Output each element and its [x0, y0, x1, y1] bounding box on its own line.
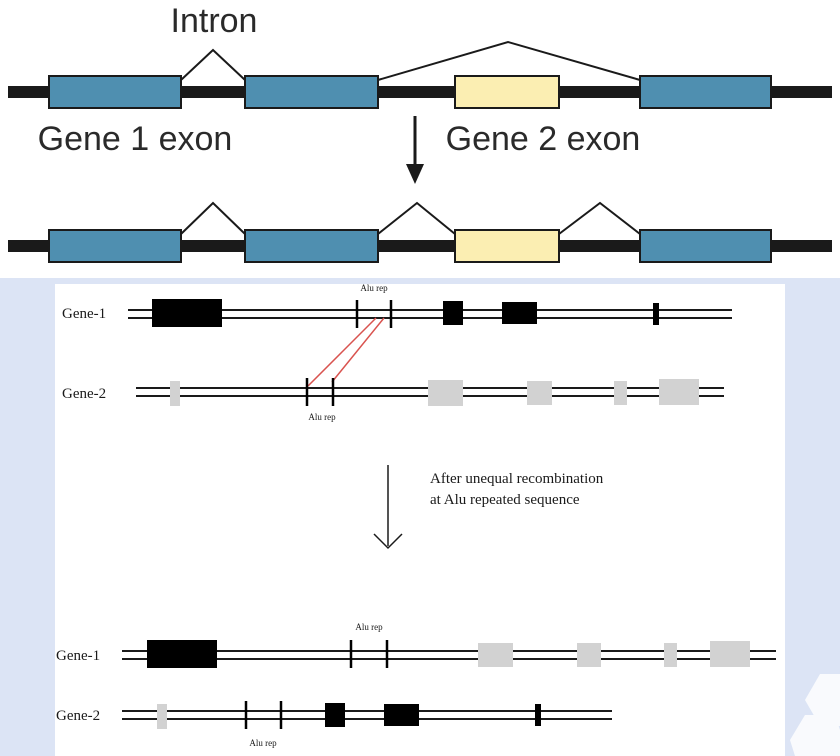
gene1-exon-label: Gene 1 exon — [38, 120, 233, 158]
gene2-label: Gene-2 — [56, 708, 100, 724]
black-exon — [443, 301, 463, 325]
grey-exon — [659, 379, 699, 405]
gene1-exon — [48, 229, 182, 263]
recombination-caption-line2: at Alu repeated sequence — [430, 492, 580, 508]
gene2-label: Gene-2 — [62, 386, 106, 402]
top-diagram-before — [8, 40, 832, 109]
alu-rep-label: Alu rep — [355, 622, 383, 632]
black-exon — [384, 704, 419, 726]
black-exon — [325, 703, 345, 727]
black-exon — [147, 640, 217, 668]
intron-label: Intron — [171, 2, 258, 40]
black-exon — [502, 302, 537, 324]
gene1-exon — [639, 75, 772, 109]
recombination-caption-line1: After unequal recombination — [430, 471, 604, 487]
gene2-strand-after — [122, 701, 612, 729]
down-arrow-icon — [373, 465, 403, 550]
gene2-exon-label: Gene 2 exon — [446, 120, 641, 158]
alu-rep-label: Alu rep — [308, 412, 336, 422]
down-arrow-icon — [406, 116, 424, 184]
gene2-exon — [454, 229, 560, 263]
gene1-exon — [639, 229, 772, 263]
bottom-panel-card — [55, 284, 785, 756]
dna-strand — [8, 240, 832, 252]
black-exon — [152, 299, 222, 327]
grey-exon — [577, 643, 601, 667]
grey-exon — [428, 380, 463, 406]
intron-arc — [180, 201, 246, 235]
gene1-exon — [244, 229, 379, 263]
gene2-exon — [454, 75, 560, 109]
recombination-lines — [307, 317, 385, 387]
gene1-label: Gene-1 — [62, 306, 106, 322]
grey-exon — [157, 704, 167, 729]
alu-rep-label: Alu rep — [360, 283, 388, 293]
grey-exon — [710, 641, 750, 667]
black-exon — [535, 704, 541, 726]
intron-arc — [180, 48, 246, 81]
top-diagram-after — [8, 201, 832, 263]
intron-arc — [377, 201, 456, 235]
grey-exon — [170, 381, 180, 406]
gene1-strand-before — [128, 299, 732, 328]
decorative-hexagons — [790, 674, 840, 756]
grey-exon — [478, 643, 513, 667]
gene1-strand-after — [122, 640, 776, 668]
gene1-exon — [48, 75, 182, 109]
grey-exon — [664, 643, 677, 667]
grey-exon — [527, 381, 552, 405]
grey-exon — [614, 381, 627, 405]
gene2-strand-before — [136, 378, 724, 406]
alu-rep-label: Alu rep — [249, 738, 277, 748]
intron-arc — [558, 201, 641, 235]
gene1-exon — [244, 75, 379, 109]
gene1-label: Gene-1 — [56, 648, 100, 664]
intron-arc-long — [377, 40, 641, 81]
black-exon — [653, 303, 659, 325]
dna-strand — [8, 86, 832, 98]
